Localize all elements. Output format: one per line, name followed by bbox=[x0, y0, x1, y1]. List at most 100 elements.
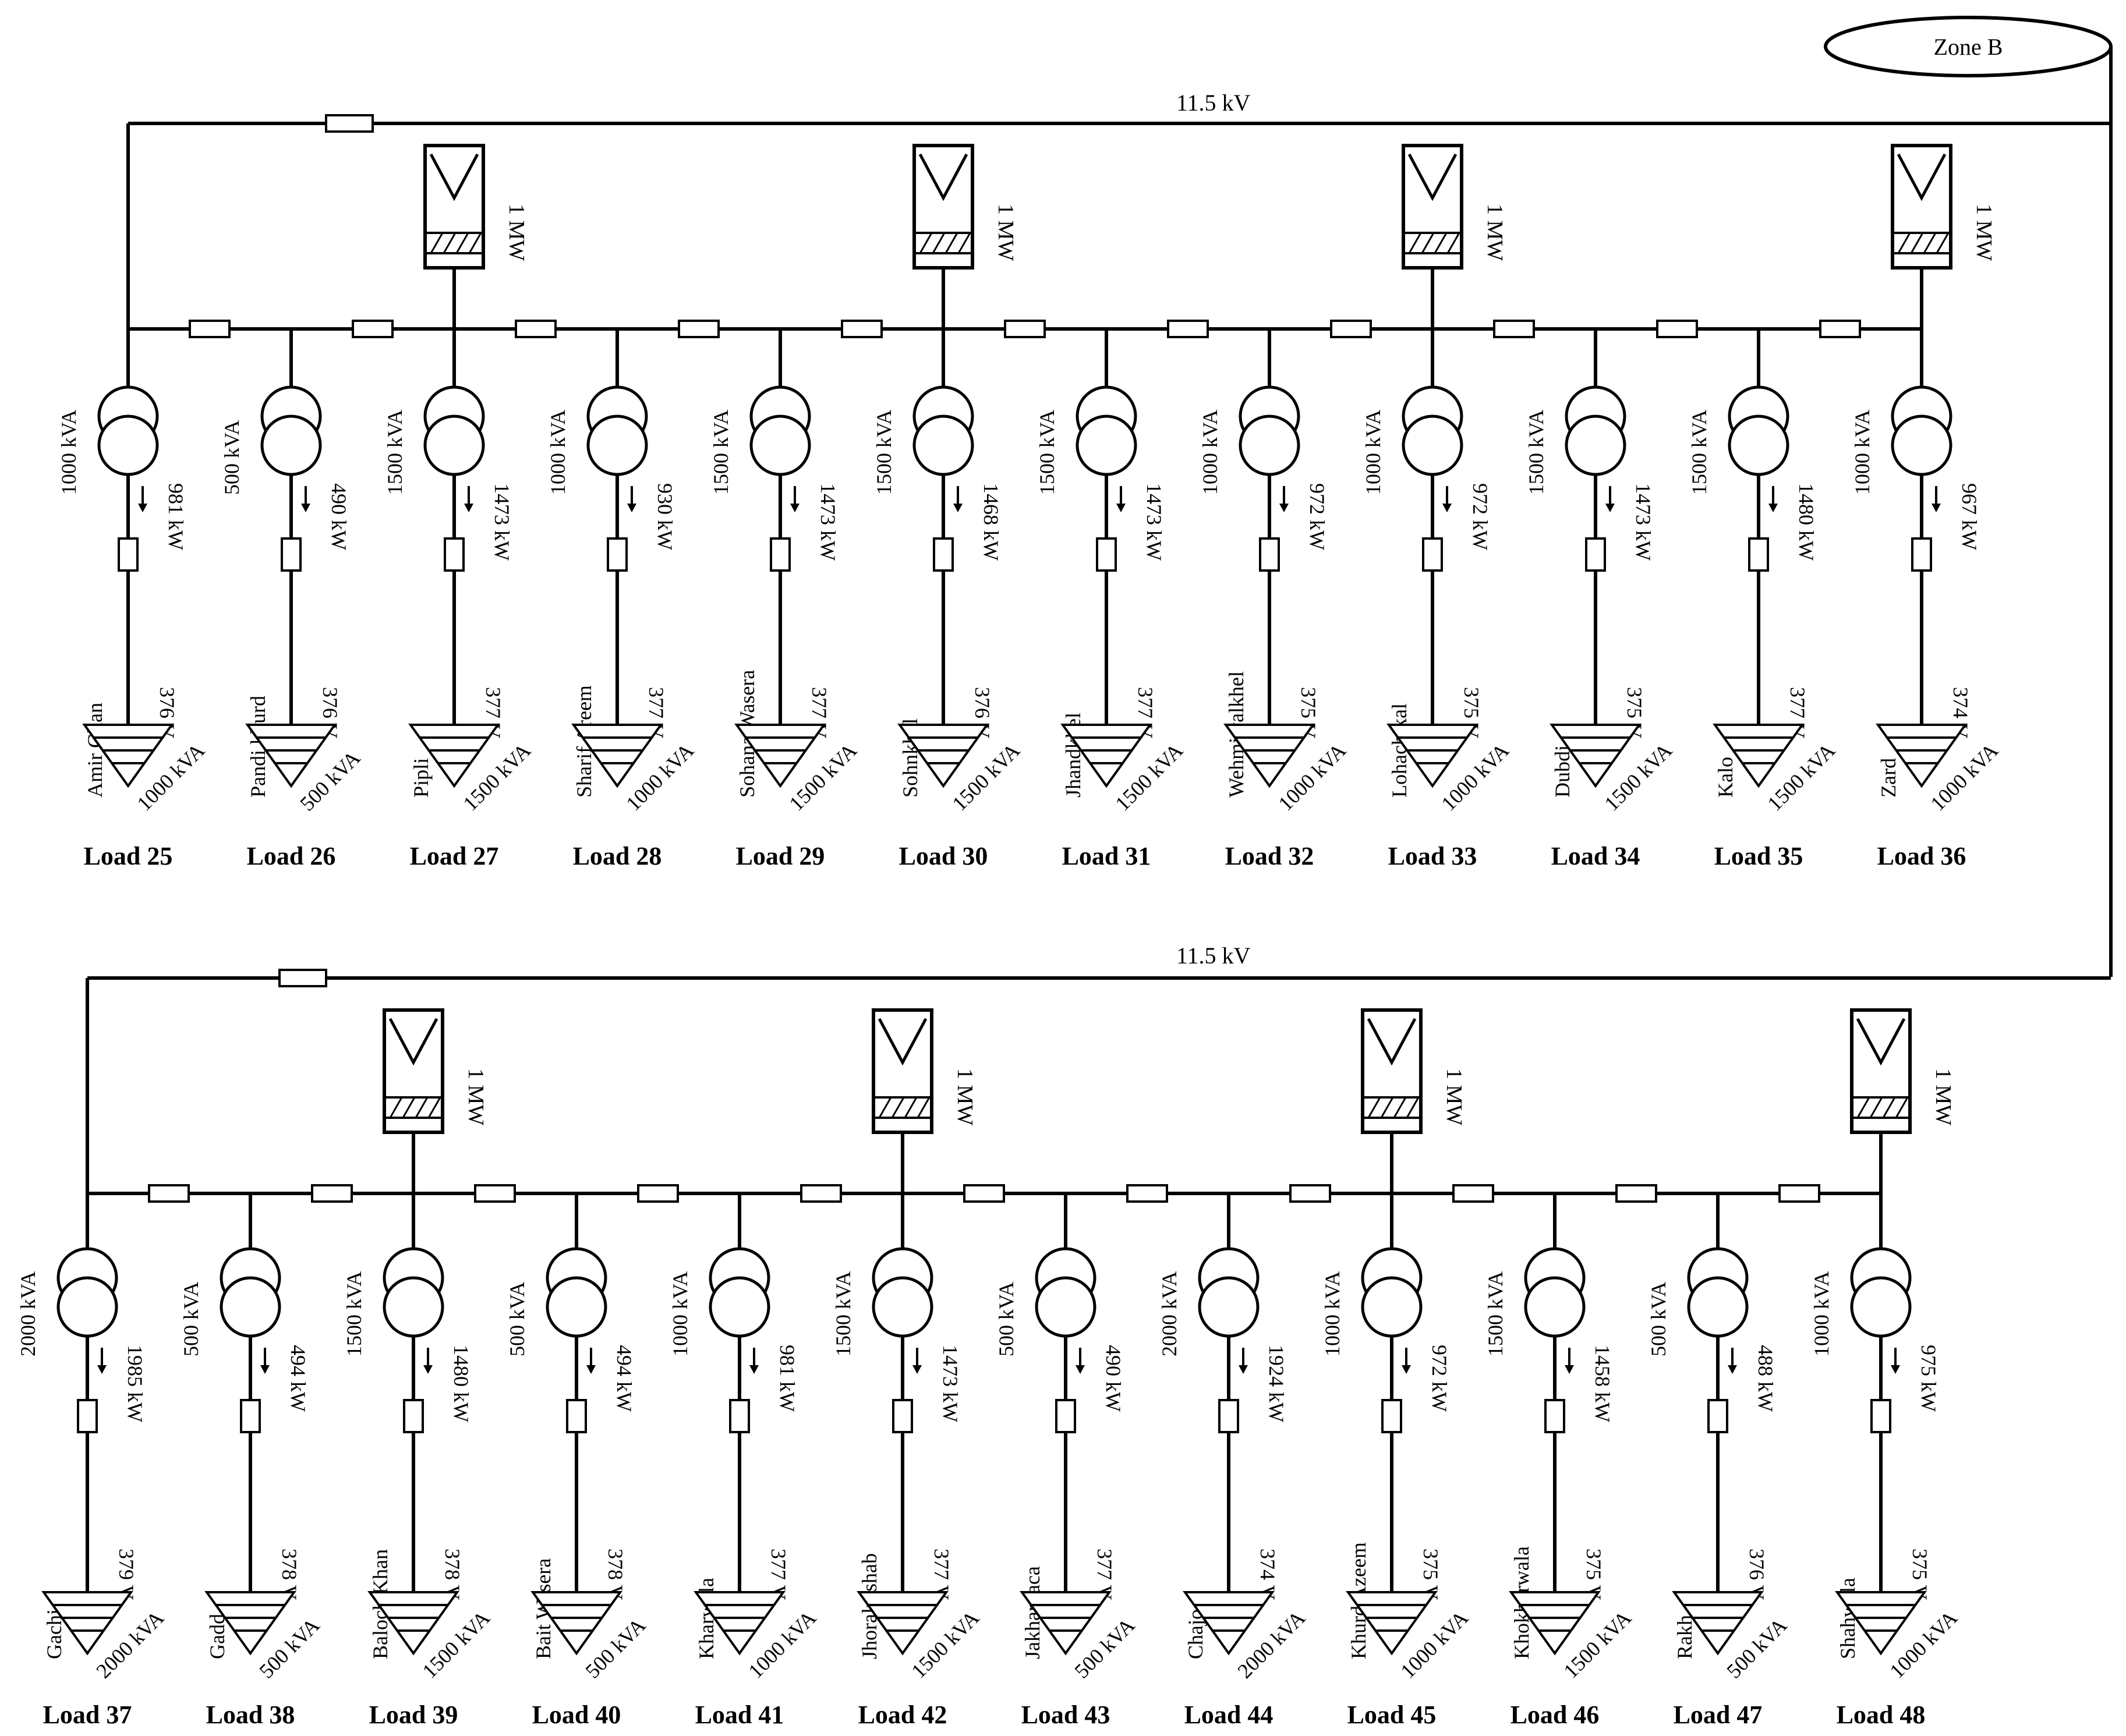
transformer-secondary-icon bbox=[709, 1276, 770, 1338]
load-label: Load 30 bbox=[899, 842, 988, 870]
bus-breaker bbox=[800, 1184, 842, 1203]
load-label: Load 31 bbox=[1062, 842, 1151, 870]
pv-hatch bbox=[945, 232, 958, 254]
load-symbol-icon bbox=[1550, 724, 1642, 788]
power-flow-kw: 1985 kW bbox=[123, 1345, 147, 1422]
load-label: Load 41 bbox=[695, 1700, 784, 1729]
load-symbol-icon bbox=[1876, 724, 1968, 788]
power-flow-kw: 1473 kW bbox=[1142, 483, 1166, 561]
pv-rating: 1 MW bbox=[953, 1068, 977, 1125]
pv-rating: 1 MW bbox=[464, 1068, 488, 1125]
load-symbol-icon bbox=[1183, 1591, 1275, 1656]
lv-breaker bbox=[77, 1399, 98, 1433]
power-flow-kw: 494 kW bbox=[613, 1345, 636, 1412]
flow-arrowhead-icon bbox=[464, 504, 473, 512]
lv-breaker bbox=[770, 537, 791, 572]
power-flow-kw: 967 kW bbox=[1958, 483, 1981, 550]
lv-breaker bbox=[1585, 537, 1606, 572]
transformer-secondary-icon bbox=[56, 1276, 118, 1338]
flow-arrowhead-icon bbox=[1932, 504, 1941, 512]
bus-breaker bbox=[515, 320, 557, 338]
flow-arrowhead-icon bbox=[1239, 1365, 1248, 1374]
lv-breaker bbox=[1096, 537, 1117, 572]
flow-arrowhead-icon bbox=[1402, 1365, 1411, 1374]
transformer-rating: 1000 kVA bbox=[1361, 410, 1385, 495]
lv-breaker bbox=[118, 537, 139, 572]
flow-arrowhead-icon bbox=[749, 1365, 759, 1374]
flow-arrowhead-icon bbox=[1565, 1365, 1574, 1374]
transformer-rating: 1000 kVA bbox=[1198, 410, 1222, 495]
load-symbol-icon bbox=[1509, 1591, 1601, 1656]
bus-breaker bbox=[841, 320, 883, 338]
transformer-secondary-icon bbox=[1198, 1276, 1260, 1338]
feeder-breaker bbox=[325, 114, 374, 133]
load-symbol-icon bbox=[530, 1591, 622, 1656]
bus-breaker bbox=[148, 1184, 190, 1203]
pv-hatch bbox=[443, 232, 457, 254]
transformer-secondary-icon bbox=[546, 1276, 607, 1338]
load-symbol-icon bbox=[571, 724, 663, 788]
bus-breaker bbox=[678, 320, 720, 338]
load-label: Load 47 bbox=[1674, 1700, 1763, 1729]
pv-hatch bbox=[1421, 232, 1435, 254]
pv-rating: 1 MW bbox=[1931, 1068, 1955, 1125]
transformer-secondary-icon bbox=[97, 414, 159, 476]
lv-breaker bbox=[607, 537, 628, 572]
pv-hatch bbox=[1897, 232, 1911, 254]
pv-hatch bbox=[468, 232, 482, 254]
pv-hatch bbox=[430, 232, 444, 254]
load-symbol-icon bbox=[897, 724, 989, 788]
load-label: Load 32 bbox=[1225, 842, 1314, 870]
load-symbol-icon bbox=[1346, 1591, 1438, 1656]
pv-generator bbox=[1850, 1008, 1912, 1134]
flow-arrowhead-icon bbox=[1605, 504, 1615, 512]
bus-name: Kalo bbox=[1714, 757, 1737, 798]
flow-arrowhead-icon bbox=[301, 504, 310, 512]
load-symbol-icon bbox=[245, 724, 337, 788]
power-flow-kw: 1458 kW bbox=[1591, 1345, 1614, 1422]
flow-arrowhead-icon bbox=[423, 1365, 433, 1374]
transformer-rating: 1000 kVA bbox=[1810, 1271, 1833, 1356]
pv-hatch bbox=[1869, 1097, 1883, 1118]
lv-breaker bbox=[1870, 1399, 1891, 1433]
lv-breaker bbox=[281, 537, 302, 572]
lv-breaker bbox=[444, 537, 465, 572]
power-flow-kw: 494 kW bbox=[286, 1345, 310, 1412]
pv-rating: 1 MW bbox=[1442, 1068, 1466, 1125]
lv-breaker bbox=[1544, 1399, 1565, 1433]
pv-rating: 1 MW bbox=[1972, 204, 1996, 261]
bus-breaker bbox=[189, 320, 231, 338]
lv-breaker bbox=[1259, 537, 1280, 572]
pv-hatch bbox=[1910, 232, 1924, 254]
transformer-rating: 1500 kVA bbox=[832, 1271, 855, 1356]
pv-generator bbox=[1361, 1008, 1423, 1134]
pv-hatch bbox=[1446, 232, 1460, 254]
pv-hatch bbox=[1923, 232, 1937, 254]
pv-symbol bbox=[388, 1018, 438, 1066]
lv-breaker bbox=[240, 1399, 261, 1433]
bus-name: Dubdi bbox=[1551, 745, 1574, 798]
pv-hatch bbox=[957, 232, 971, 254]
transformer-rating: 1000 kVA bbox=[668, 1271, 692, 1356]
flow-arrowhead-icon bbox=[1728, 1365, 1737, 1374]
load-symbol-icon bbox=[1223, 724, 1315, 788]
bus-breaker bbox=[963, 1184, 1005, 1203]
bus-name: Pipli bbox=[409, 758, 433, 798]
pv-rating: 1 MW bbox=[993, 204, 1018, 261]
transformer-secondary-icon bbox=[1076, 414, 1137, 476]
transformer-secondary-icon bbox=[1891, 414, 1952, 476]
transformer-rating: 2000 kVA bbox=[16, 1271, 40, 1356]
transformer-rating: 2000 kVA bbox=[1158, 1271, 1181, 1356]
load-label: Load 39 bbox=[369, 1700, 458, 1729]
power-flow-kw: 1468 kW bbox=[979, 483, 1003, 561]
lv-breaker bbox=[729, 1399, 750, 1433]
pv-hatch bbox=[1367, 1097, 1381, 1118]
transformer-rating: 500 kVA bbox=[179, 1282, 203, 1356]
transformer-rating: 500 kVA bbox=[1647, 1282, 1670, 1356]
